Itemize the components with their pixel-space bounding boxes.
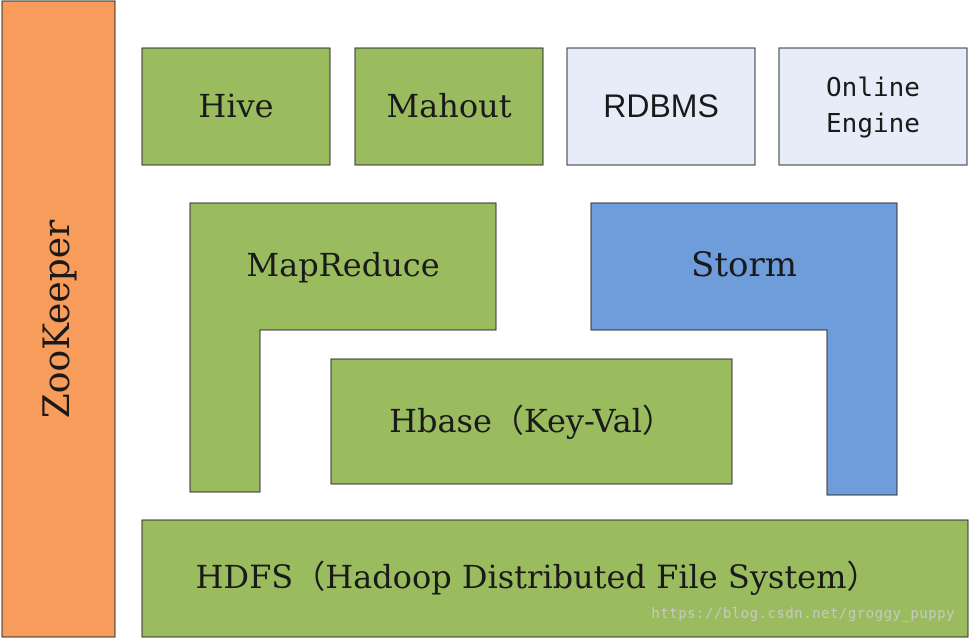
mapreduce-label: MapReduce xyxy=(246,245,440,284)
online-engine-label: Online Engine xyxy=(826,73,920,139)
mahout-label: Mahout xyxy=(386,87,512,126)
zookeeper-label: ZooKeeper xyxy=(37,219,79,419)
mapreduce-shape xyxy=(189,202,497,493)
hdfs-label: HDFS（Hadoop Distributed File System） xyxy=(195,557,879,596)
hbase-label: Hbase（Key-Val） xyxy=(389,402,674,441)
online-engine-box xyxy=(778,47,968,166)
storm-shape xyxy=(590,202,898,496)
hdfs-box xyxy=(141,519,969,638)
zookeeper-box xyxy=(1,0,116,638)
hive-label: Hive xyxy=(198,87,274,126)
watermark: https://blog.csdn.net/groggy_puppy xyxy=(651,606,955,622)
rdbms-label: RDBMS xyxy=(603,88,719,125)
storm-label: Storm xyxy=(691,244,797,285)
rdbms-box xyxy=(566,47,756,166)
hbase-box xyxy=(330,358,733,485)
mahout-box xyxy=(354,47,544,166)
hive-box xyxy=(141,47,331,166)
